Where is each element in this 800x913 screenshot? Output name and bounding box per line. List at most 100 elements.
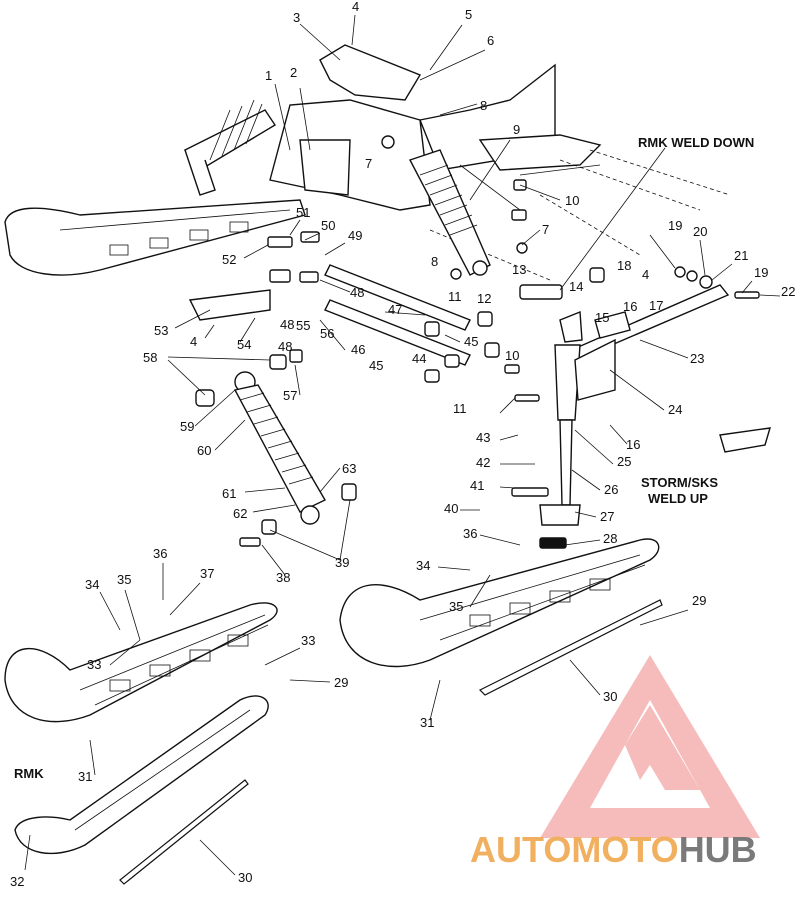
leader-line: [167, 356, 271, 361]
leader-line: [204, 324, 215, 339]
leader-line: [174, 309, 211, 329]
part-label-28: 28: [603, 531, 617, 546]
part-label-46: 46: [351, 342, 365, 357]
part-label-48c: 48: [278, 339, 292, 354]
part-label-17: 17: [649, 298, 663, 313]
part-label-11a: 11: [448, 289, 462, 304]
watermark-triangle-logo: [540, 655, 760, 838]
leader-line: [429, 679, 441, 721]
leader-line: [299, 87, 311, 151]
part-label-52: 52: [222, 252, 236, 267]
part-label-62: 62: [233, 506, 247, 521]
leader-line: [649, 234, 676, 269]
part-label-15: 15: [595, 310, 609, 325]
part-label-40: 40: [444, 501, 458, 516]
leader-line: [264, 647, 301, 666]
part-label-59: 59: [180, 419, 194, 434]
part-label-30a: 30: [238, 870, 252, 885]
part-label-48b: 48: [280, 317, 294, 332]
part-label-3: 3: [293, 10, 300, 25]
note-storm-sks-line2: WELD UP: [648, 491, 708, 506]
part-label-63: 63: [342, 461, 356, 476]
leader-line: [469, 574, 491, 608]
part-label-36b: 36: [463, 526, 477, 541]
leader-line: [639, 339, 689, 359]
leader-line: [571, 469, 601, 491]
part-label-4b: 4: [642, 267, 649, 282]
rmk-ski: [14, 695, 269, 885]
leader-line: [319, 319, 346, 351]
leader-lines: [24, 14, 781, 876]
part-label-34b: 34: [416, 558, 430, 573]
leader-line: [499, 434, 519, 441]
right-shock: [408, 149, 491, 276]
leader-line: [194, 389, 236, 427]
watermark: AUTOMOTOHUB: [470, 655, 760, 870]
leader-line: [199, 839, 236, 876]
leader-line: [574, 429, 614, 465]
leader-line: [324, 242, 346, 256]
part-label-6: 6: [487, 33, 494, 48]
leader-line: [294, 364, 301, 396]
small-hardware: [188, 135, 771, 549]
part-label-47: 47: [388, 302, 402, 317]
part-label-9: 9: [513, 122, 520, 137]
part-label-11b: 11: [453, 401, 467, 416]
part-label-45a: 45: [464, 334, 478, 349]
spindle: [539, 338, 616, 526]
part-label-35a: 35: [117, 572, 131, 587]
leader-line: [269, 529, 341, 561]
part-label-8b: 8: [431, 254, 438, 269]
part-label-29b: 29: [692, 593, 706, 608]
part-label-33b: 33: [87, 657, 101, 672]
part-label-26: 26: [604, 482, 618, 497]
part-label-24: 24: [668, 402, 682, 417]
part-label-2: 2: [290, 65, 297, 80]
leader-line: [479, 534, 521, 546]
leader-line: [384, 311, 426, 316]
leader-line: [759, 294, 781, 297]
leader-line: [419, 49, 486, 81]
leader-line: [167, 359, 206, 396]
leader-line: [639, 609, 689, 626]
part-label-35b: 35: [449, 599, 463, 614]
dashed-reference-lines: [429, 149, 731, 281]
watermark-text-auto: AUTO: [470, 829, 571, 870]
watermark-text-hub: HUB: [679, 829, 757, 870]
leader-line: [429, 24, 463, 71]
leader-line: [564, 539, 601, 546]
part-label-48a: 48: [350, 285, 364, 300]
part-label-22: 22: [781, 284, 795, 299]
leader-line: [569, 659, 601, 696]
part-label-31a: 31: [78, 769, 92, 784]
part-label-18: 18: [617, 258, 631, 273]
part-label-34a: 34: [85, 577, 99, 592]
watermark-text-moto: MOTO: [571, 829, 678, 870]
part-label-7a: 7: [365, 156, 372, 171]
leader-line: [609, 369, 665, 411]
part-label-58: 58: [143, 350, 157, 365]
part-label-49: 49: [348, 228, 362, 243]
leader-line: [89, 739, 96, 776]
part-label-51: 51: [296, 205, 310, 220]
part-label-57: 57: [283, 388, 297, 403]
part-label-42: 42: [476, 455, 490, 470]
leader-line: [289, 679, 331, 683]
leader-line: [99, 591, 121, 631]
leader-line: [261, 544, 286, 576]
part-label-7b: 7: [542, 222, 549, 237]
part-label-20: 20: [693, 224, 707, 239]
part-label-8a: 8: [480, 98, 487, 113]
leader-line: [559, 147, 666, 291]
leader-line: [289, 219, 301, 236]
part-label-10b: 10: [505, 348, 519, 363]
leader-line: [521, 229, 541, 246]
leader-line: [699, 239, 706, 276]
tie-rods: [324, 264, 730, 366]
leader-line: [609, 424, 628, 445]
part-label-41: 41: [470, 478, 484, 493]
part-label-33a: 33: [301, 633, 315, 648]
leader-line: [319, 279, 351, 293]
part-label-29a: 29: [334, 675, 348, 690]
